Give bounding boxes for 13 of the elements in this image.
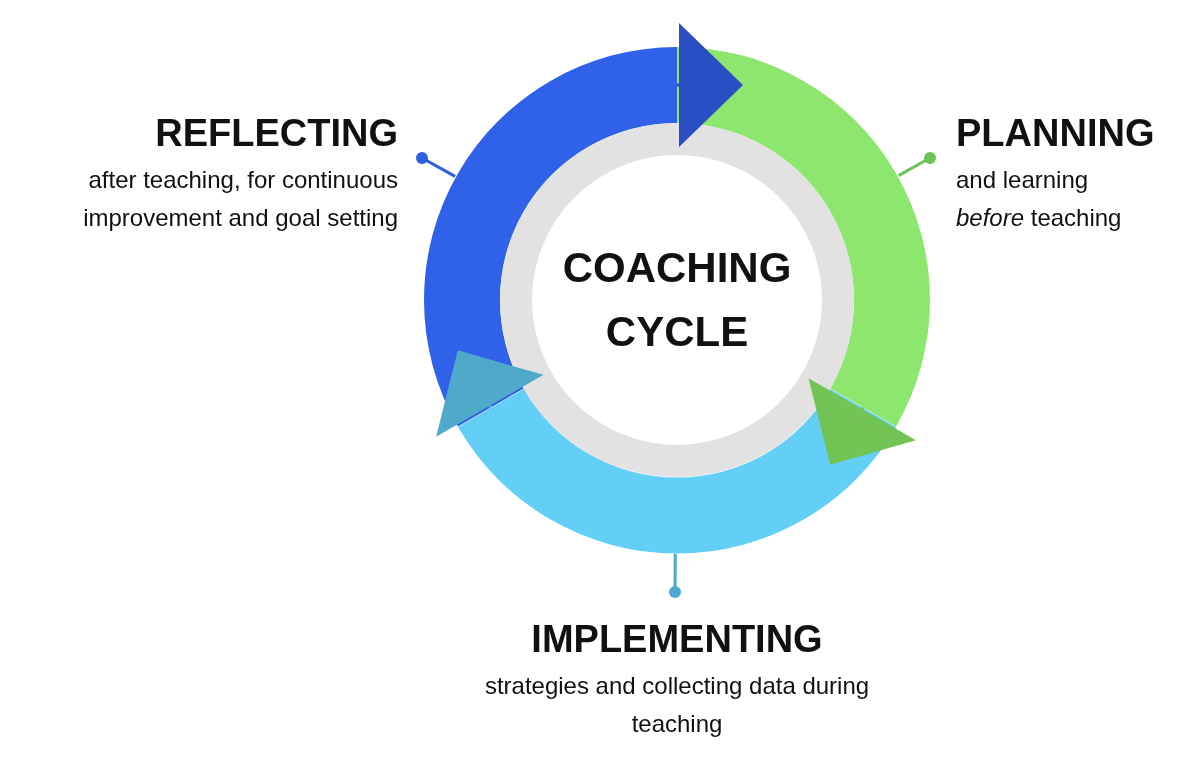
- arrow: [436, 350, 544, 437]
- arrow: [808, 378, 916, 465]
- step-description: after teaching, for continuous improvement and goal setting: [82, 165, 398, 233]
- arrow: [677, 23, 743, 147]
- step-heading: PLANNING: [956, 112, 1155, 155]
- step-heading: IMPLEMENTING: [531, 618, 823, 661]
- leader-line: [897, 152, 936, 177]
- leader-line: [669, 553, 681, 598]
- cycle-title: COACHING CYCLE: [561, 243, 793, 357]
- step-description: and learning before teaching: [956, 165, 1123, 233]
- step-heading: REFLECTING: [155, 112, 398, 155]
- leader-line: [416, 152, 456, 178]
- step-description: strategies and collecting data during teaching: [483, 671, 871, 739]
